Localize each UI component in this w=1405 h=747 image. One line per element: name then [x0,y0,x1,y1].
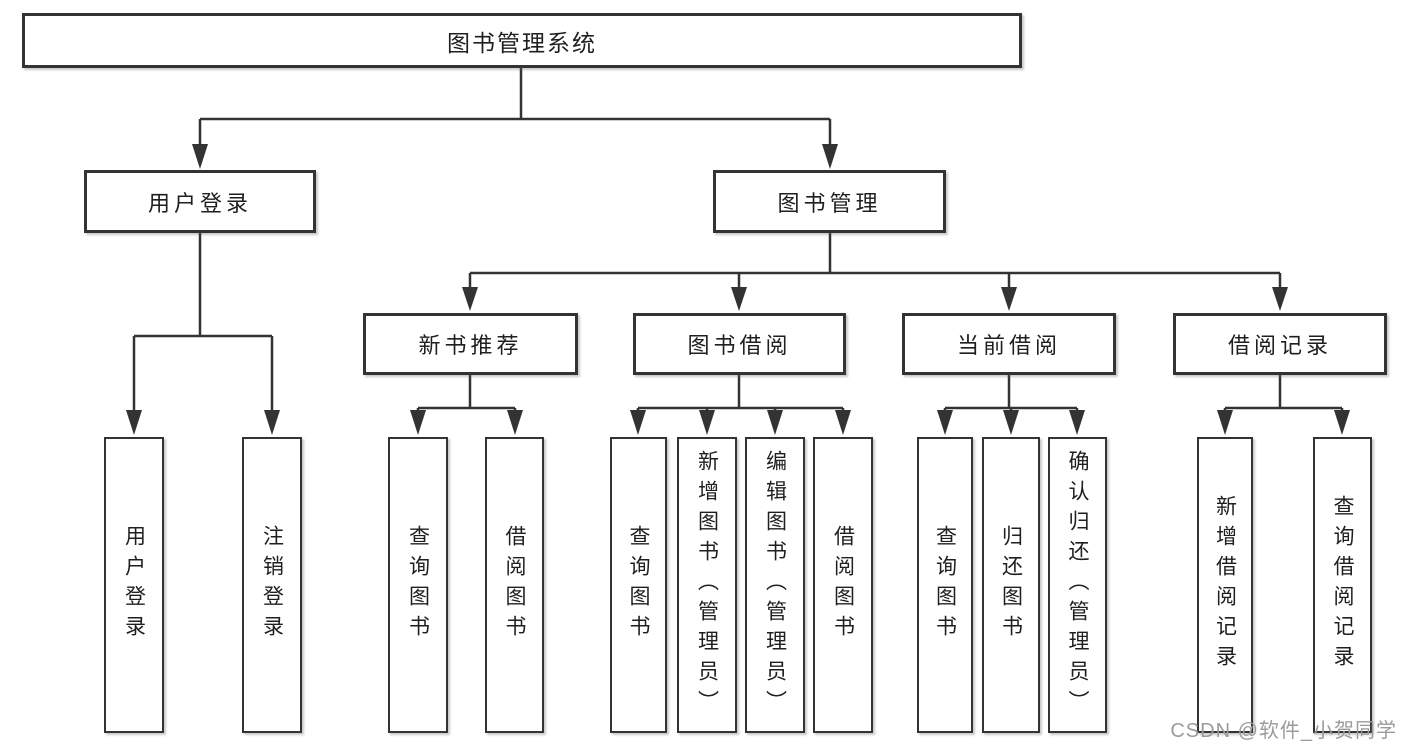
leaf-borrow-books: 借阅图书 [813,437,873,733]
leaf-query-borrow-record: 查询借阅记录 [1313,437,1372,733]
leaf-query-books-borrow: 查询图书 [610,437,667,733]
node-borrow-record: 借阅记录 [1173,313,1387,375]
node-current-borrow: 当前借阅 [902,313,1116,375]
leaf-borrow-books-recommend: 借阅图书 [485,437,544,733]
leaf-confirm-return-admin: 确认归还（管理员） [1048,437,1107,733]
node-library-management-system: 图书管理系统 [22,13,1022,68]
node-user-login: 用户登录 [84,170,316,233]
node-new-book-recommend: 新书推荐 [363,313,578,375]
leaf-edit-books-admin: 编辑图书（管理员） [745,437,805,733]
leaf-logout: 注销登录 [242,437,302,733]
leaf-user-login: 用户登录 [104,437,164,733]
csdn-watermark: CSDN @软件_小贺同学 [1170,720,1397,742]
leaf-query-books-current: 查询图书 [917,437,973,733]
leaf-add-borrow-record: 新增借阅记录 [1197,437,1253,733]
leaf-return-books: 归还图书 [982,437,1040,733]
leaf-query-books-recommend: 查询图书 [388,437,448,733]
node-book-borrow: 图书借阅 [633,313,846,375]
leaf-add-books-admin: 新增图书（管理员） [677,437,737,733]
node-book-management: 图书管理 [713,170,946,233]
